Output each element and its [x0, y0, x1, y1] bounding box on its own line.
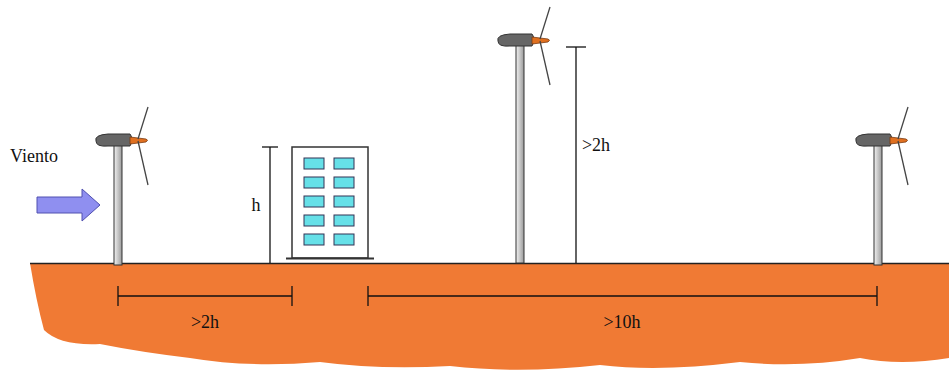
window	[334, 234, 354, 245]
dimension-label: >10h	[603, 313, 640, 333]
window	[334, 196, 354, 207]
window	[304, 196, 324, 207]
window	[304, 158, 324, 169]
window	[334, 158, 354, 169]
window	[304, 215, 324, 226]
dimension-label: >2h	[582, 136, 610, 156]
window	[334, 177, 354, 188]
dimension-label: h	[252, 196, 261, 216]
window	[304, 234, 324, 245]
window	[334, 215, 354, 226]
wind-label: Viento	[10, 147, 58, 167]
window	[304, 177, 324, 188]
dimension-label: >2h	[191, 313, 219, 333]
